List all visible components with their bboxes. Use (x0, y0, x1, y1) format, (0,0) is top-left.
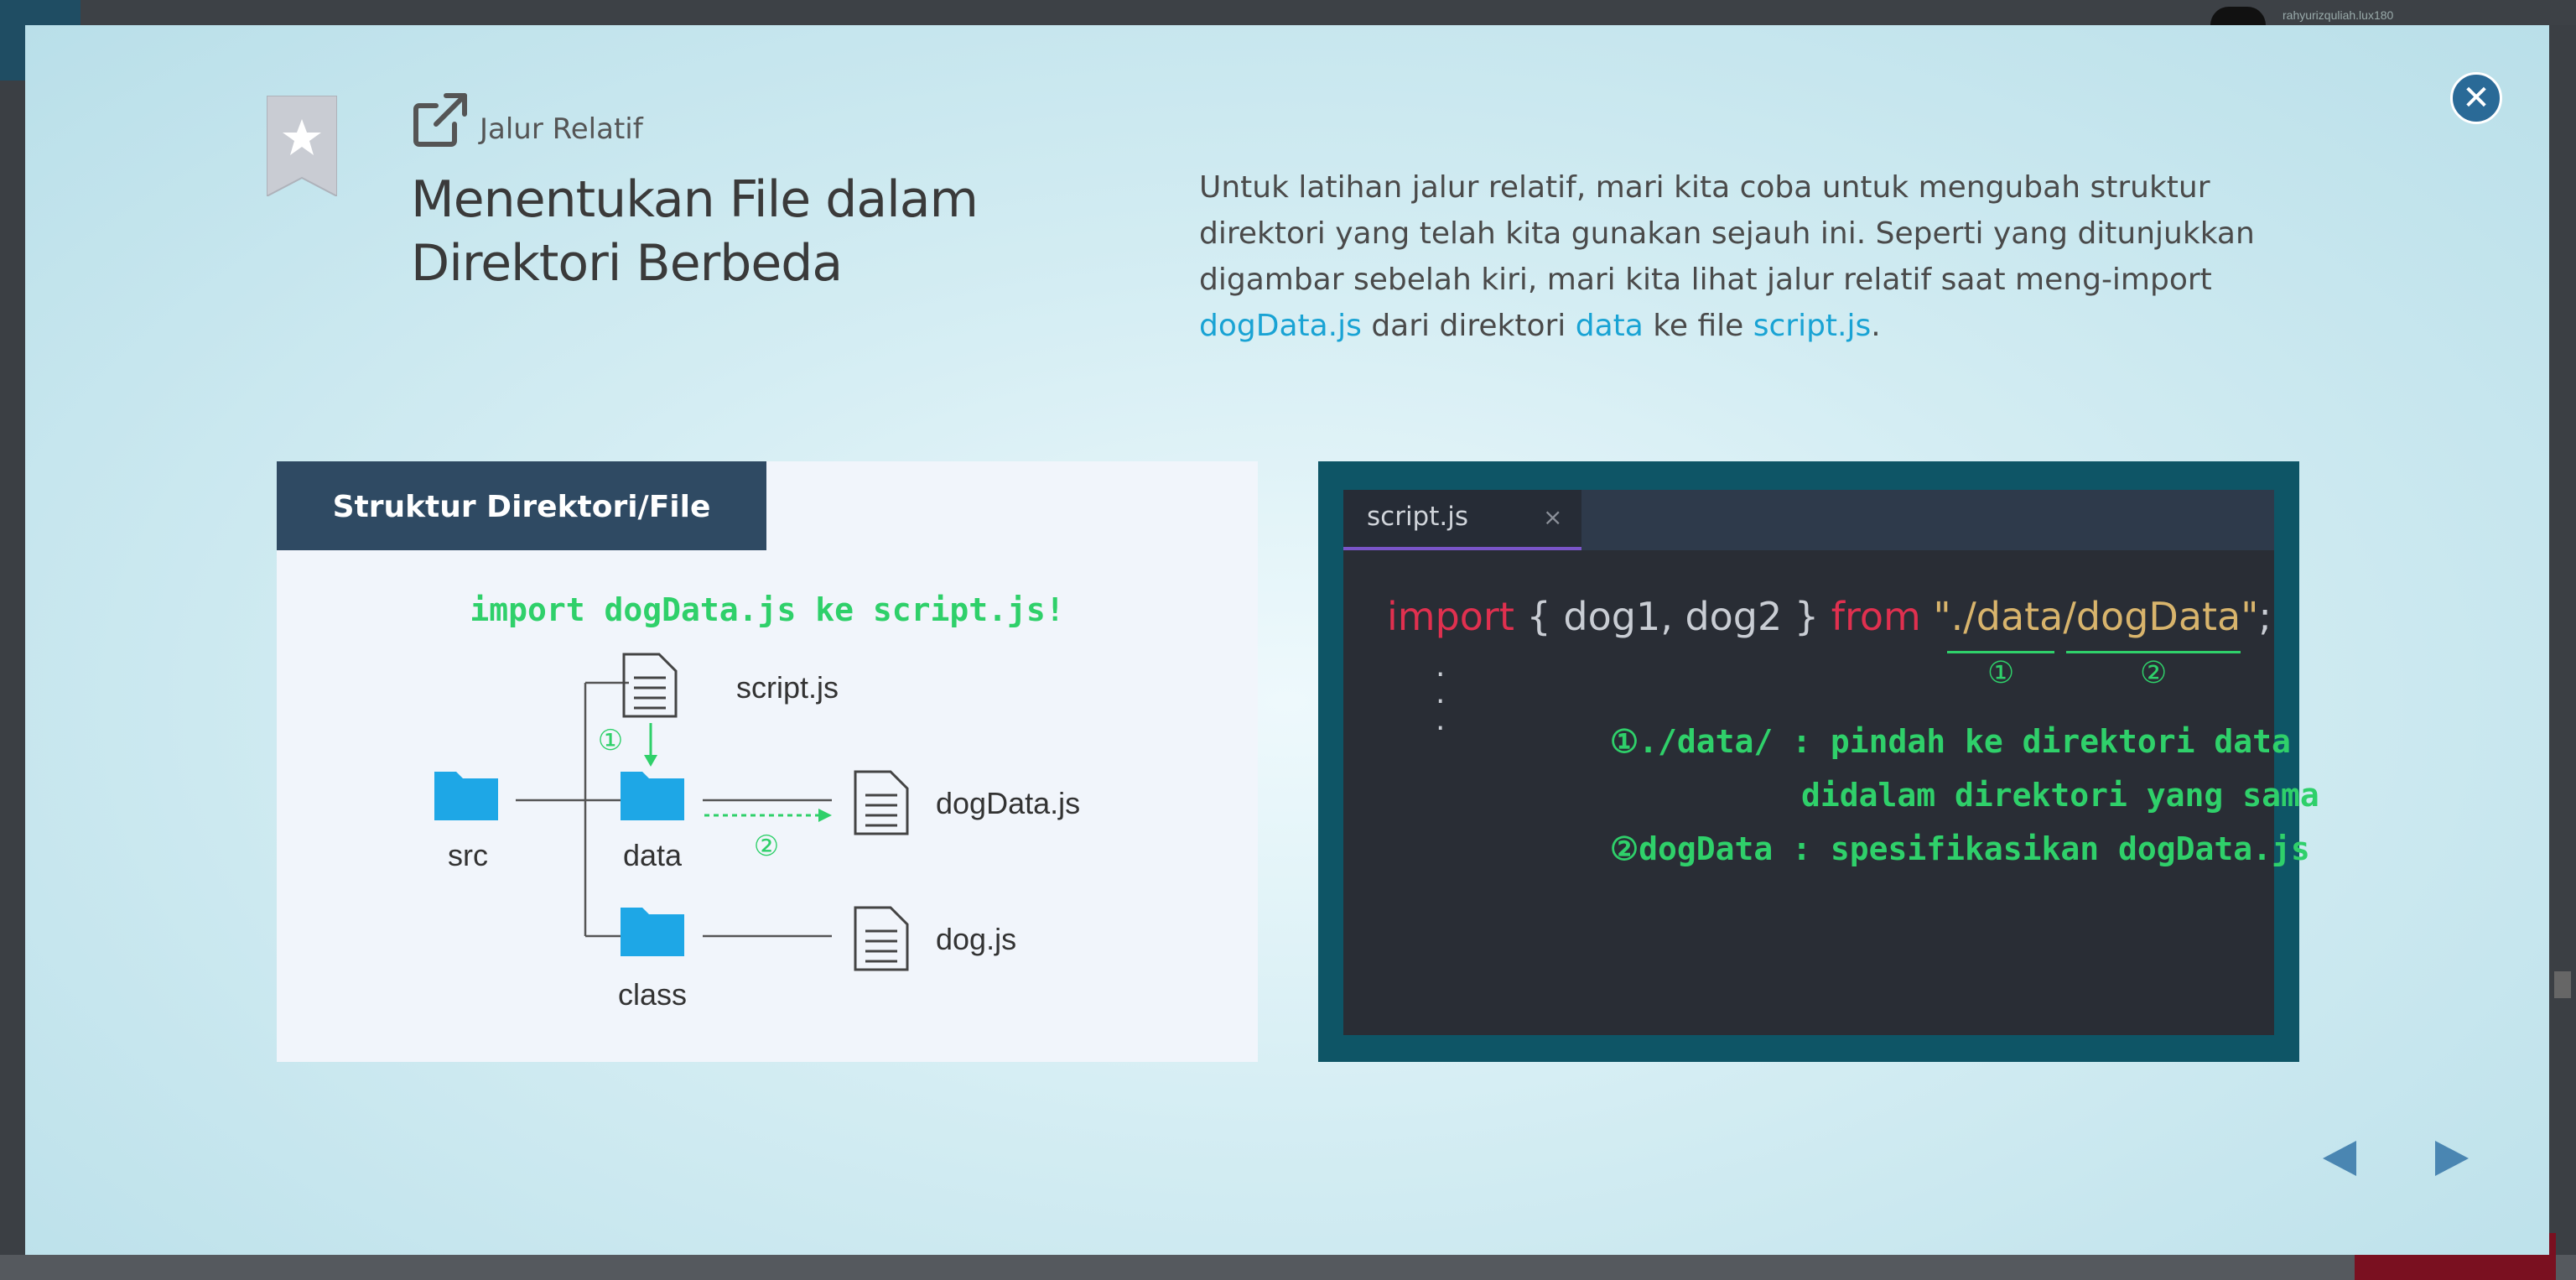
keyword-from: from (1831, 594, 1921, 639)
description-part: Untuk latihan jalur relatif, mari kita c… (1199, 170, 2255, 297)
marker-1: ① (598, 724, 623, 757)
label-dogdata: dogData.js (936, 786, 1080, 820)
code-example-figure: script.js × import { dog1, dog2 } from "… (1318, 461, 2319, 1062)
tree-lines (516, 681, 832, 938)
highlight-script: script.js (1753, 309, 1872, 343)
editor-tabbar: script.js × (1343, 490, 2274, 550)
label-script: script.js (736, 670, 839, 705)
ellipsis-dot: . (1436, 703, 1446, 737)
path-arrows (644, 723, 832, 822)
lesson-slide-modal: ✕ Jalur Relatif Menentukan File dalam Di… (25, 25, 2549, 1255)
external-link-icon (413, 93, 467, 147)
code-semicolon: ; (2258, 594, 2272, 639)
figure-header-bg (277, 461, 766, 550)
label-data: data (623, 838, 683, 872)
string-path-dogdata: dogData (2075, 594, 2241, 639)
background-bottombar (0, 1255, 2576, 1280)
folder-icon-class (621, 908, 684, 956)
underline-path-data (1947, 651, 2054, 653)
background-topbar (0, 0, 2576, 25)
file-icon-script (622, 653, 678, 718)
close-button[interactable]: ✕ (2450, 72, 2502, 124)
bookmark-icon[interactable] (267, 96, 337, 196)
code-marker-2: ② (2140, 656, 2168, 690)
code-braces: { dog1, dog2 } (1514, 594, 1831, 639)
file-icon-dogdata (854, 770, 909, 835)
tab-script-js[interactable]: script.js × (1343, 490, 1581, 550)
code-marker-1: ① (1987, 656, 2015, 690)
description-part: . (1871, 309, 1881, 343)
label-src: src (448, 838, 488, 872)
note-line-1: ①./data/ : pindah ke direktori data (1610, 723, 2291, 760)
next-slide-icon[interactable] (2430, 1137, 2472, 1179)
description-part: ke file (1643, 309, 1753, 343)
note-line-3: ②dogData : spesifikasikan dogData.js (1610, 830, 2310, 867)
note-line-2: didalam direktori yang sama (1801, 777, 2319, 814)
ellipsis-dot: . (1436, 676, 1446, 710)
tab-label: script.js (1367, 502, 1469, 532)
figure-caption: import dogData.js ke script.js! (470, 591, 1064, 628)
code-line: import { dog1, dog2 } from "./data/dogDa… (1387, 594, 2272, 639)
directory-structure-figure: Struktur Direktori/File import dogData.j… (277, 461, 1258, 1062)
folder-icon-data (621, 772, 684, 820)
highlight-data: data (1575, 309, 1644, 343)
underline-path-dogdata (2066, 651, 2241, 653)
figure-header: Struktur Direktori/File (333, 490, 711, 524)
background-scrollbar (2554, 971, 2571, 998)
file-icon-dog (854, 906, 909, 971)
page-title: Menentukan File dalam Direktori Berbeda (411, 170, 979, 293)
folder-icon-src (434, 772, 498, 820)
background-username: rahyurizquliah.lux180 (2283, 8, 2394, 22)
string-quote-close: " (2241, 594, 2259, 639)
string-quote-open: " (1920, 594, 1951, 639)
keyword-import: import (1387, 594, 1514, 639)
code-editor: script.js × import { dog1, dog2 } from "… (1343, 490, 2319, 1035)
label-class: class (618, 977, 687, 1012)
previous-slide-icon[interactable] (2319, 1137, 2361, 1179)
tab-close-icon[interactable]: × (1543, 503, 1563, 531)
avatar (2210, 7, 2266, 25)
string-path-data: ./data/ (1950, 594, 2076, 639)
ellipsis-dot: . (1436, 649, 1446, 684)
description-text: Untuk latihan jalur relatif, mari kita c… (1199, 164, 2281, 349)
section-label: Jalur Relatif (480, 112, 643, 146)
highlight-dogdata: dogData.js (1199, 309, 1362, 343)
marker-2: ② (754, 830, 779, 863)
label-dog: dog.js (936, 922, 1016, 956)
description-part: dari direktori (1361, 309, 1576, 343)
